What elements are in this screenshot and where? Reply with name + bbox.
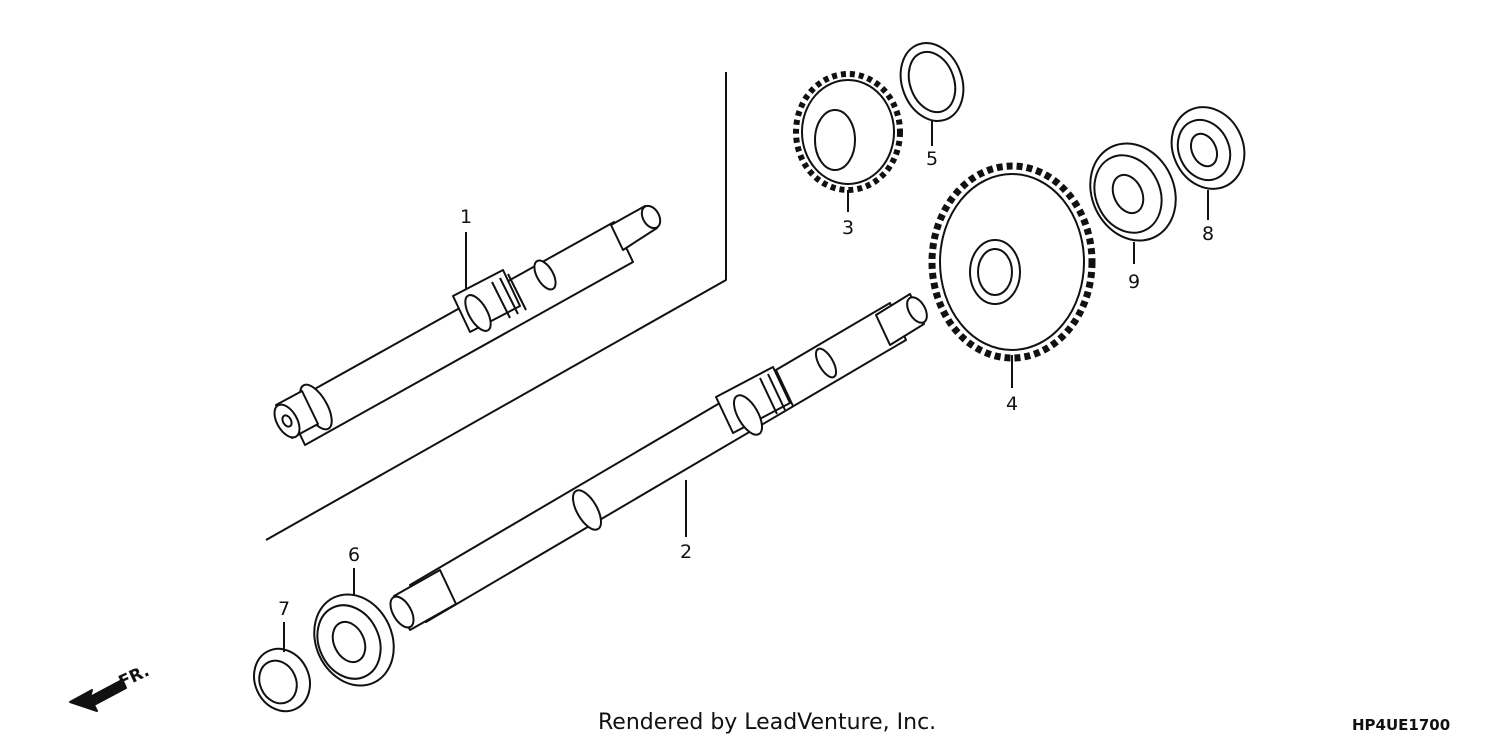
front-direction-arrow-icon [69,679,127,712]
part-8-bearing[interactable] [1159,95,1258,201]
part-2-shaft[interactable] [386,293,931,631]
part-9-bearing[interactable] [1075,129,1192,254]
part-5-washer[interactable] [890,34,974,130]
callout-4: 4 [1006,393,1018,415]
credit-text: Rendered by LeadVenture, Inc. [598,710,937,735]
part-7-seal[interactable] [244,640,320,721]
part-4-gear[interactable] [928,162,1096,362]
callout-1: 1 [460,206,472,228]
diagram-code: HP4UE1700 [1352,716,1451,734]
callout-3: 3 [842,217,854,239]
part-1-shaft[interactable] [269,203,664,446]
leader-lines [283,120,1209,652]
direction-label: FR. [116,661,153,692]
callout-9: 9 [1128,271,1140,293]
callout-5: 5 [926,148,938,170]
callout-7: 7 [278,598,290,620]
part-3-gear[interactable] [793,71,903,193]
part-6-bearing[interactable] [300,581,409,698]
boundary-line [265,72,727,541]
callout-6: 6 [348,544,360,566]
callout-2: 2 [680,541,692,563]
callout-8: 8 [1202,223,1214,245]
